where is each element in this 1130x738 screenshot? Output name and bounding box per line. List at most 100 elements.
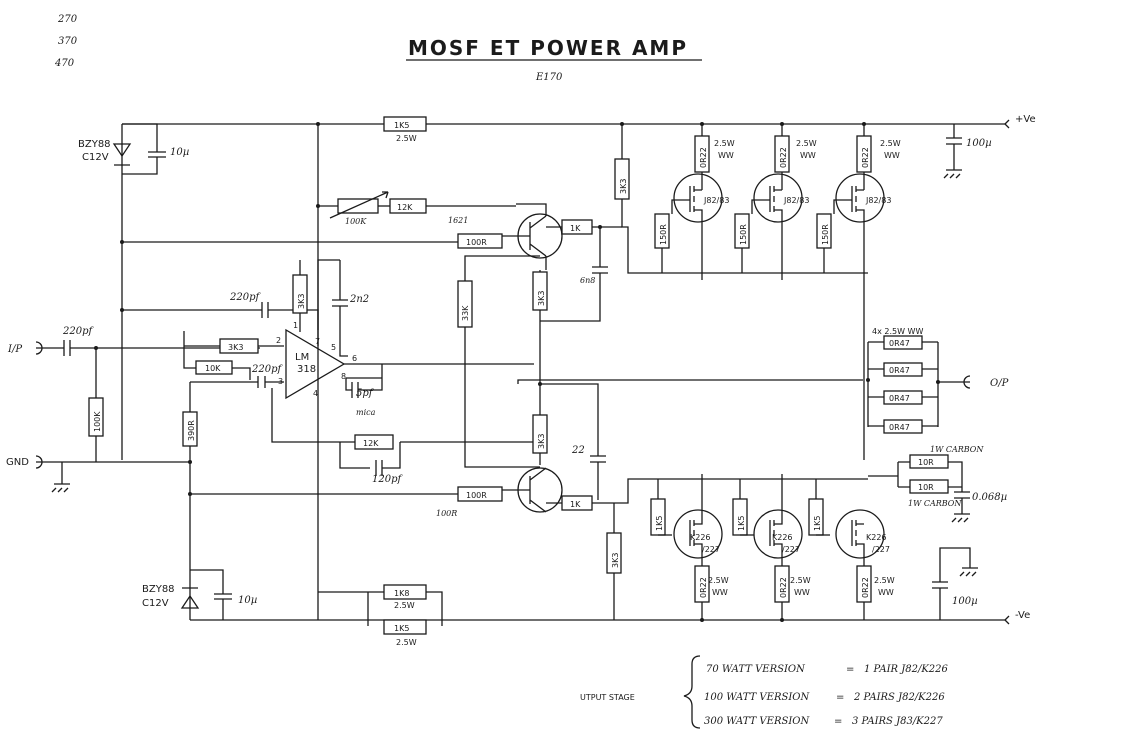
svg-text:4: 4 xyxy=(313,389,318,398)
output-stage-table: UTPUT STAGE 70 WATT VERSION = 1 PAIR J82… xyxy=(580,655,949,729)
margin-note-370: 370 xyxy=(58,36,78,47)
fet-top-2: 0R22 2.5W WW J82/83 150R xyxy=(734,124,817,280)
svg-text:2.5W: 2.5W xyxy=(394,601,415,610)
svg-text:GND: GND xyxy=(6,457,29,468)
svg-text:150R: 150R xyxy=(659,224,668,245)
svg-text:2.5W: 2.5W xyxy=(874,576,895,585)
svg-text:220pf: 220pf xyxy=(62,326,94,337)
svg-text:2.5W: 2.5W xyxy=(796,139,817,148)
svg-text:0R22: 0R22 xyxy=(699,577,708,598)
svg-text:3K3: 3K3 xyxy=(537,434,546,449)
svg-text:=: = xyxy=(846,664,854,675)
r-3k3-in: 3K3 xyxy=(183,331,284,354)
svg-text:=: = xyxy=(836,692,844,703)
opamp-lm318: LM 318 1 2 3 4 5 6 7 8 xyxy=(276,259,534,400)
svg-text:0R22: 0R22 xyxy=(699,147,708,168)
svg-text:1K: 1K xyxy=(570,500,581,509)
positive-rail: +Ve xyxy=(122,114,1036,129)
r-100k: 100K xyxy=(88,348,104,462)
fet-bot-1: 1K5 K226 /227 0R22 2.5W WW xyxy=(650,474,729,620)
svg-text:8: 8 xyxy=(341,372,346,381)
svg-text:2n2: 2n2 xyxy=(349,294,369,305)
zobel-network: 1W CARBON 10R 10R 1W CARBON 0.068µ xyxy=(868,445,1007,523)
svg-text:J82/83: J82/83 xyxy=(865,196,891,205)
svg-text:UTPUT STAGE: UTPUT STAGE xyxy=(580,693,635,702)
svg-text:390R: 390R xyxy=(187,420,196,441)
svg-text:2.5W: 2.5W xyxy=(714,139,735,148)
q-bot: 100R 100R xyxy=(190,467,563,518)
svg-text:/227: /227 xyxy=(782,545,800,554)
fet-top-3: 0R22 2.5W WW J82/83 150R xyxy=(816,124,901,460)
r-33k: 33K xyxy=(457,255,540,468)
version-70: 70 WATT VERSION xyxy=(706,664,806,675)
svg-text:2.5W: 2.5W xyxy=(396,638,417,647)
svg-text:/227: /227 xyxy=(702,545,720,554)
svg-text:1 PAIR J82/K226: 1 PAIR J82/K226 xyxy=(864,664,949,675)
version-100: 100 WATT VERSION xyxy=(704,692,810,703)
svg-text:0R47: 0R47 xyxy=(889,366,910,375)
svg-text:WW: WW xyxy=(884,151,900,160)
svg-text:2.5W: 2.5W xyxy=(880,139,901,148)
fet-bot-3: 1K5 K226 /227 0R22 2.5W WW xyxy=(808,479,895,620)
r-1k5-bot: 1K5 2.5W xyxy=(383,619,427,647)
cap-2n2: 2n2 xyxy=(332,260,369,357)
svg-text:12K: 12K xyxy=(397,203,413,212)
svg-text:6n8: 6n8 xyxy=(580,276,595,285)
svg-text:1K5: 1K5 xyxy=(655,516,664,531)
margin-note-270: 270 xyxy=(57,14,78,25)
svg-text:O/P: O/P xyxy=(990,378,1009,389)
svg-text:10K: 10K xyxy=(205,364,221,373)
svg-text:3K3: 3K3 xyxy=(611,553,620,568)
svg-text:100K: 100K xyxy=(93,411,102,432)
r-3k3-q2: 3K3 xyxy=(532,414,548,465)
svg-text:WW: WW xyxy=(718,151,734,160)
cap-22: 22 xyxy=(540,383,606,500)
svg-text:100R: 100R xyxy=(466,238,487,247)
cap-220pf-top: 220pf xyxy=(122,292,319,330)
cap-5pf: 5pf mica xyxy=(345,364,383,417)
svg-text:318: 318 xyxy=(297,364,316,375)
svg-text:0R22: 0R22 xyxy=(779,577,788,598)
cap-220pf-in: 220pf xyxy=(230,364,284,388)
svg-text:10µ: 10µ xyxy=(170,147,189,158)
svg-text:WW: WW xyxy=(712,588,728,597)
svg-text:mica: mica xyxy=(356,408,376,417)
q-top: 1621 100R xyxy=(122,203,563,270)
fet-bot-2: 1K5 K226 /227 0R22 2.5W WW xyxy=(732,474,811,620)
fet-top-1: 0R22 2.5W WW J82/83 150R xyxy=(654,124,735,280)
svg-text:3K3: 3K3 xyxy=(537,291,546,306)
junction-dots xyxy=(94,122,940,622)
svg-text:4x 2.5W WW: 4x 2.5W WW xyxy=(872,327,923,336)
svg-text:2.5W: 2.5W xyxy=(790,576,811,585)
r-390r: 390R xyxy=(182,381,230,460)
mid-bus xyxy=(517,379,863,384)
svg-text:0R22: 0R22 xyxy=(861,147,870,168)
svg-text:WW: WW xyxy=(878,588,894,597)
svg-text:12K: 12K xyxy=(363,439,379,448)
cap-100u-top: 100µ xyxy=(943,124,992,179)
svg-text:2 PAIRS J82/K226: 2 PAIRS J82/K226 xyxy=(853,692,945,703)
r-12k-top: 12K xyxy=(378,198,516,214)
svg-text:0R47: 0R47 xyxy=(889,394,910,403)
svg-text:BZY88: BZY88 xyxy=(142,584,175,595)
svg-text:1K5: 1K5 xyxy=(394,121,409,130)
svg-text:WW: WW xyxy=(800,151,816,160)
svg-text:0.068µ: 0.068µ xyxy=(972,492,1007,503)
svg-text:1W CARBON: 1W CARBON xyxy=(908,499,962,508)
negative-rail: -Ve xyxy=(190,610,1030,625)
svg-text:C12V: C12V xyxy=(142,598,169,609)
subtitle-note: E170 xyxy=(535,72,563,83)
cap-6n8: 6n8 xyxy=(540,227,608,322)
svg-text:100R: 100R xyxy=(436,509,457,518)
r-10k: 10K xyxy=(183,346,251,380)
svg-text:K226: K226 xyxy=(690,533,711,542)
svg-text:1W CARBON: 1W CARBON xyxy=(930,445,984,454)
svg-text:5: 5 xyxy=(331,343,336,352)
svg-text:2.5W: 2.5W xyxy=(396,134,417,143)
svg-text:1K5: 1K5 xyxy=(813,516,822,531)
title: MOSF ET POWER AMP xyxy=(408,36,688,60)
r-3k3-out-top: 3K3 xyxy=(614,124,868,274)
svg-text:0R22: 0R22 xyxy=(779,147,788,168)
r-1k-bot: 1K xyxy=(546,478,868,511)
svg-text:0R47: 0R47 xyxy=(889,339,910,348)
